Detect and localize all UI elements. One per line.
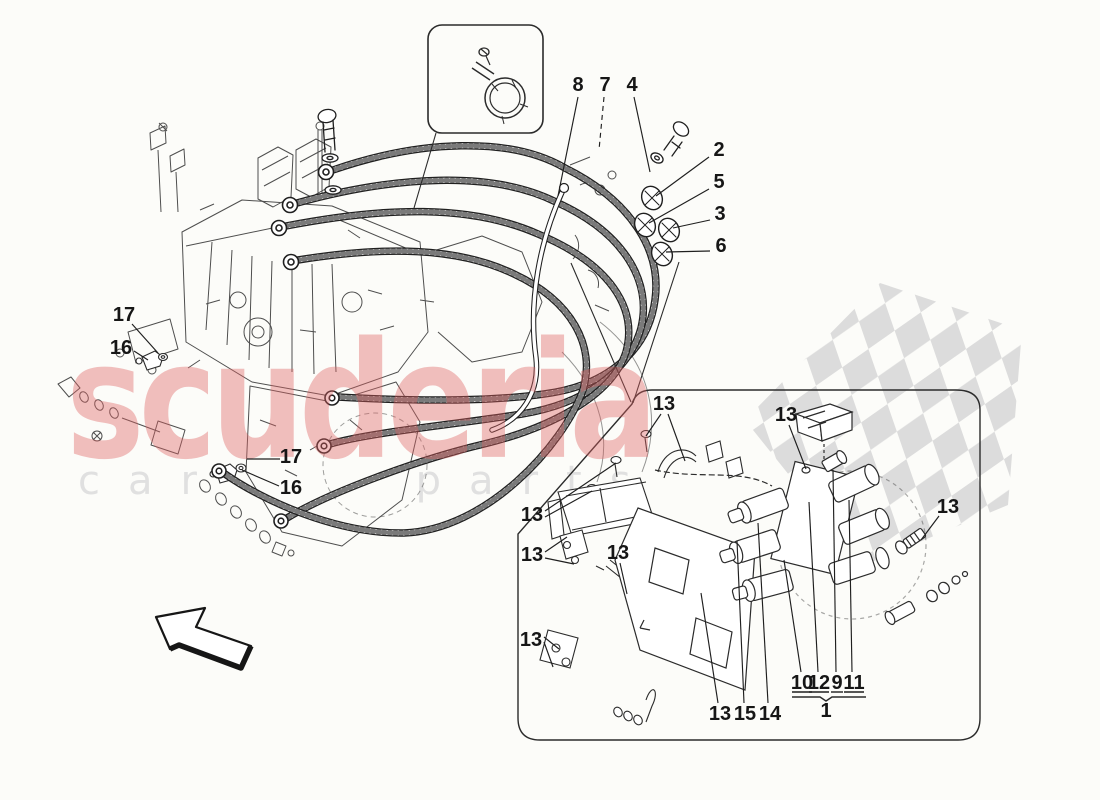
hose-8-smooth bbox=[489, 182, 570, 433]
leader-line-4 bbox=[633, 96, 651, 173]
detail-panel bbox=[517, 261, 981, 741]
hose-clip-icon bbox=[471, 47, 529, 125]
leader-line-12 bbox=[808, 501, 819, 673]
detail-panel-outline bbox=[517, 389, 981, 741]
leader-line-7 bbox=[598, 96, 605, 151]
leader-line-13 bbox=[667, 413, 686, 462]
banjo-bolts-washers bbox=[317, 108, 690, 195]
leader-line-11 bbox=[848, 499, 853, 673]
leader-line-14 bbox=[757, 522, 769, 704]
leader-line-13 bbox=[544, 462, 617, 512]
leader-line-13 bbox=[920, 515, 940, 541]
leader-line-13 bbox=[544, 490, 593, 518]
inset-leader-line bbox=[413, 132, 437, 209]
leader-line-13 bbox=[544, 557, 575, 565]
leader-line-13 bbox=[645, 413, 662, 437]
leader-line-13 bbox=[619, 562, 628, 595]
leader-line-10 bbox=[783, 559, 802, 673]
leader-line-9 bbox=[832, 469, 837, 673]
panel-brackets bbox=[539, 429, 744, 726]
leader-line-8 bbox=[557, 96, 579, 197]
hose-4 bbox=[221, 247, 591, 537]
group-1-bracket bbox=[792, 696, 866, 702]
leader-line-13 bbox=[543, 641, 554, 668]
inset-clip-detail bbox=[413, 24, 544, 209]
leader-line-13 bbox=[544, 536, 568, 553]
leader-line-13 bbox=[700, 592, 719, 704]
leader-line-2 bbox=[655, 156, 710, 197]
panel-connector-and-fasteners bbox=[794, 403, 969, 626]
panel-pointer-lines bbox=[570, 261, 680, 404]
leader-line-13 bbox=[543, 636, 560, 650]
leader-line-16 bbox=[241, 469, 280, 487]
hose-1 bbox=[329, 142, 660, 404]
leader-line-17 bbox=[131, 323, 159, 354]
leader-line-3 bbox=[672, 219, 711, 229]
leader-line-13 bbox=[788, 424, 807, 470]
watermark-subtitle: car parts bbox=[78, 458, 659, 504]
direction-arrow-icon bbox=[154, 606, 254, 671]
union-flanges bbox=[633, 185, 681, 267]
leader-line-15 bbox=[736, 540, 745, 704]
banjo-fittings bbox=[211, 163, 340, 529]
panel-power-unit bbox=[719, 450, 927, 620]
hose-2 bbox=[293, 176, 648, 448]
hydraulic-hoses bbox=[211, 108, 690, 537]
hose-3 bbox=[282, 207, 633, 522]
leader-line-6 bbox=[665, 250, 711, 253]
sensor-and-washer-parts bbox=[135, 350, 247, 484]
leader-line-5 bbox=[648, 188, 710, 224]
leader-line-16 bbox=[133, 350, 149, 361]
